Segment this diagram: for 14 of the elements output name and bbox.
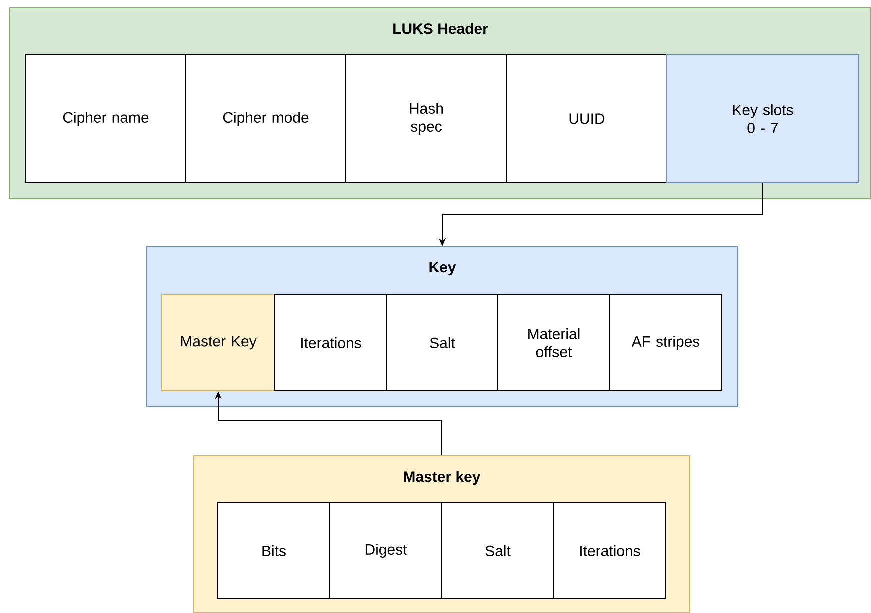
field-box: Salt [442, 502, 554, 600]
field-box: Salt [386, 294, 498, 392]
field-box: Cipher mode [186, 54, 346, 184]
field-box: UUID [506, 54, 668, 184]
field-box: Cipher name [26, 54, 186, 184]
field-box: Material offset [498, 294, 610, 392]
field-box: Iterations [274, 294, 388, 392]
field-box: Master Key [162, 294, 276, 392]
field-box: Iterations [554, 502, 666, 600]
field-box: Digest [330, 502, 442, 600]
field-box: Hash spec [346, 54, 508, 184]
field-box: Key slots 0 - 7 [666, 54, 860, 184]
field-box: AF stripes [610, 294, 722, 392]
field-box: Bits [218, 502, 330, 600]
